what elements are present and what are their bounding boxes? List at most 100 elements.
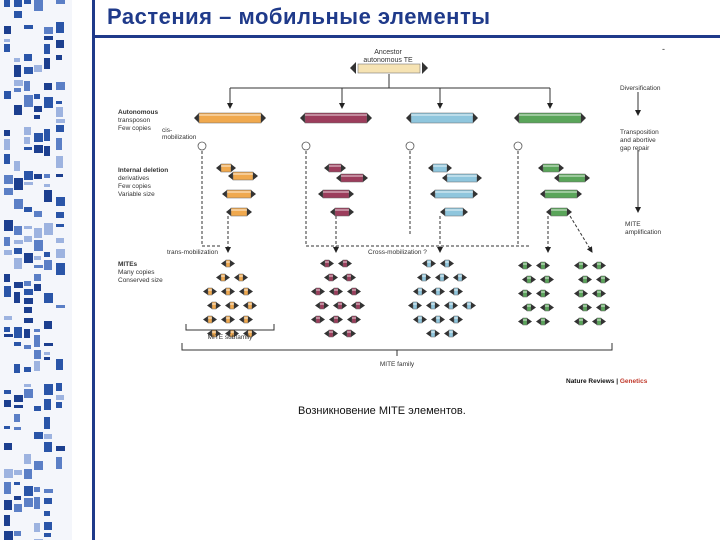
barcode-band <box>44 417 50 429</box>
autonomous-transposon <box>514 113 586 123</box>
mite-element <box>221 316 235 323</box>
barcode-band <box>24 25 33 29</box>
barcode-band <box>24 127 31 135</box>
barcode-band <box>44 498 52 504</box>
mite-element <box>239 288 253 295</box>
mite-amp-label-2: amplification <box>625 229 662 236</box>
barcode-band <box>24 498 33 507</box>
barcode-band <box>44 489 53 493</box>
barcode-band <box>56 197 65 206</box>
barcode-band <box>14 364 20 373</box>
barcode-band <box>4 0 10 7</box>
barcode-band <box>34 256 41 260</box>
mite-element <box>449 316 463 323</box>
barcode-band <box>34 94 40 99</box>
barcode-band <box>44 357 50 360</box>
barcode-band <box>14 395 23 402</box>
barcode-band <box>56 224 64 227</box>
barcode-band <box>24 281 31 286</box>
barcode-band <box>14 199 23 209</box>
mite-element <box>417 274 431 281</box>
barcode-band <box>14 342 21 346</box>
mite-origin-figure: Ancestor autonomous TE Diversification A… <box>110 40 670 390</box>
mite-amp-label-1: MITE <box>625 221 641 228</box>
credit-main: Nature Reviews <box>566 378 615 385</box>
barcode-band <box>14 248 22 254</box>
mite-element <box>536 318 550 325</box>
barcode-band <box>24 329 30 338</box>
barcode-band <box>44 293 53 303</box>
barcode-band <box>14 482 20 485</box>
barcode-band <box>14 58 20 62</box>
barcode-band <box>4 334 13 337</box>
barcode-band <box>56 457 62 469</box>
barcode-band <box>56 263 65 275</box>
barcode-band <box>44 36 53 40</box>
barcode-band <box>24 318 33 323</box>
mite-element <box>311 288 325 295</box>
barcode-band <box>24 307 32 313</box>
barcode-band <box>24 0 31 4</box>
barcode-band <box>24 298 33 304</box>
internal-label-3: Few copies <box>118 183 152 190</box>
mite-element <box>311 316 325 323</box>
barcode-band <box>56 305 65 308</box>
autonomous-transposon <box>406 113 478 123</box>
barcode-band <box>4 154 10 164</box>
deletion-derivative <box>216 164 236 172</box>
mite-element <box>239 316 253 323</box>
autonomous-transposon <box>194 113 266 123</box>
barcode-band <box>14 161 20 171</box>
barcode-band <box>34 350 41 359</box>
barcode-band <box>44 174 50 178</box>
barcode-band <box>4 237 10 246</box>
barcode-band <box>44 343 53 346</box>
mite-element <box>342 274 356 281</box>
barcode-band <box>34 174 42 179</box>
mite-element <box>435 274 449 281</box>
mite-element <box>518 262 532 269</box>
mite-element <box>203 316 217 323</box>
barcode-band <box>24 236 32 242</box>
barcode-band <box>44 260 52 270</box>
barcode-band <box>14 504 22 512</box>
deletion-derivative <box>540 190 582 198</box>
mite-element <box>536 262 550 269</box>
mite-element <box>592 262 606 269</box>
barcode-band <box>4 39 10 42</box>
deletion-derivative <box>442 174 482 182</box>
barcode-band <box>34 228 42 238</box>
barcode-band <box>34 523 40 532</box>
barcode-band <box>56 138 62 150</box>
mite-element <box>329 288 343 295</box>
barcode-band <box>4 390 11 394</box>
barcode-band <box>24 345 31 349</box>
barcode-band <box>4 443 12 450</box>
mite-element <box>320 260 334 267</box>
barcode-band <box>4 400 11 407</box>
barcode-band <box>14 0 22 7</box>
figure-caption: Возникновение MITE элементов. <box>298 405 466 417</box>
mite-element <box>426 302 440 309</box>
mite-element <box>578 276 592 283</box>
barcode-band <box>44 129 50 141</box>
barcode-band <box>44 252 50 257</box>
mite-element <box>596 276 610 283</box>
autonomous-label-2: transposon <box>118 117 151 124</box>
barcode-band <box>34 240 43 251</box>
barcode-band <box>4 44 10 52</box>
barcode-band <box>14 258 22 269</box>
barcode-band <box>34 335 40 347</box>
barcode-band <box>24 469 32 479</box>
barcode-band <box>4 286 11 297</box>
mite-element <box>333 302 347 309</box>
barcode-band <box>34 461 43 470</box>
deletion-derivative <box>324 164 346 172</box>
mite-element <box>518 318 532 325</box>
barcode-band <box>56 125 64 132</box>
mite-element <box>347 288 361 295</box>
mite-element <box>243 302 257 309</box>
barcode-band <box>4 469 13 478</box>
barcode-band <box>24 137 30 144</box>
vertical-divider <box>92 0 95 540</box>
